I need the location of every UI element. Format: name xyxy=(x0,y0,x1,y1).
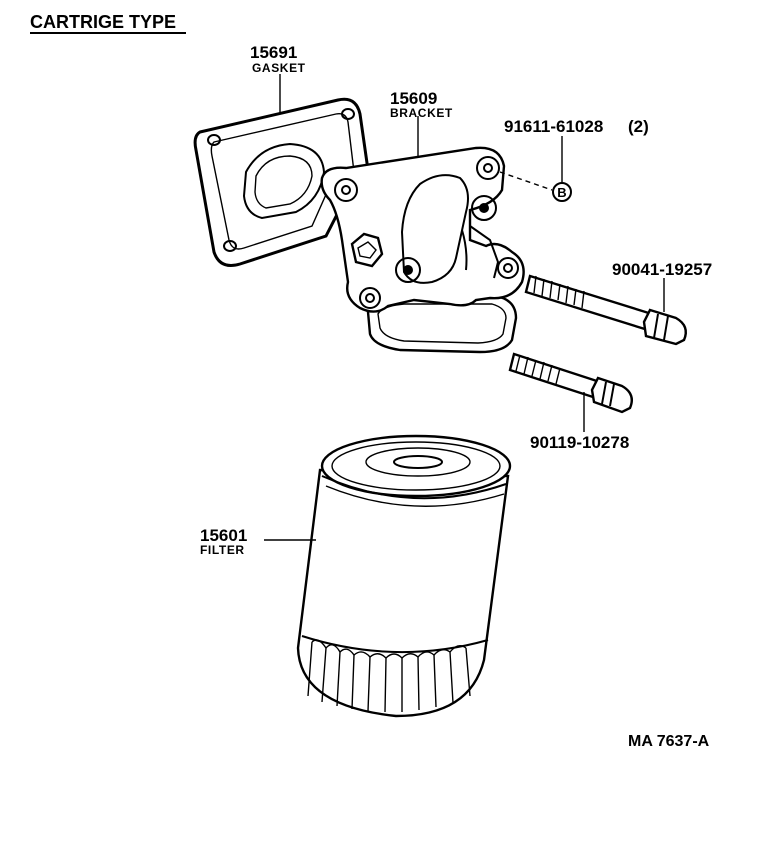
stud-quantity: (2) xyxy=(628,117,649,136)
lower-bolt-part-number: 90119-10278 xyxy=(530,433,629,452)
lower-bolt-part xyxy=(508,352,633,414)
bracket-part-name: BRACKET xyxy=(390,106,453,120)
gasket-part-name: GASKET xyxy=(252,61,306,75)
leader-lines xyxy=(264,74,665,541)
drawing-reference: MA 7637-A xyxy=(628,733,710,750)
filter-part xyxy=(296,434,512,718)
stud-part-number: 91611-61028 xyxy=(504,117,603,136)
bracket-part-number: 15609 xyxy=(390,89,437,108)
stud-marker: B xyxy=(499,171,572,202)
diagram-title: CARTRIGE TYPE xyxy=(30,12,176,32)
filter-part-name: FILTER xyxy=(200,543,245,557)
gasket-part-number: 15691 xyxy=(250,43,297,62)
stud-marker-letter: B xyxy=(557,185,566,200)
upper-bolt-part xyxy=(524,274,687,346)
filter-part-number: 15601 xyxy=(200,526,247,545)
bracket-part xyxy=(320,146,525,354)
upper-bolt-part-number: 90041-19257 xyxy=(612,260,712,279)
